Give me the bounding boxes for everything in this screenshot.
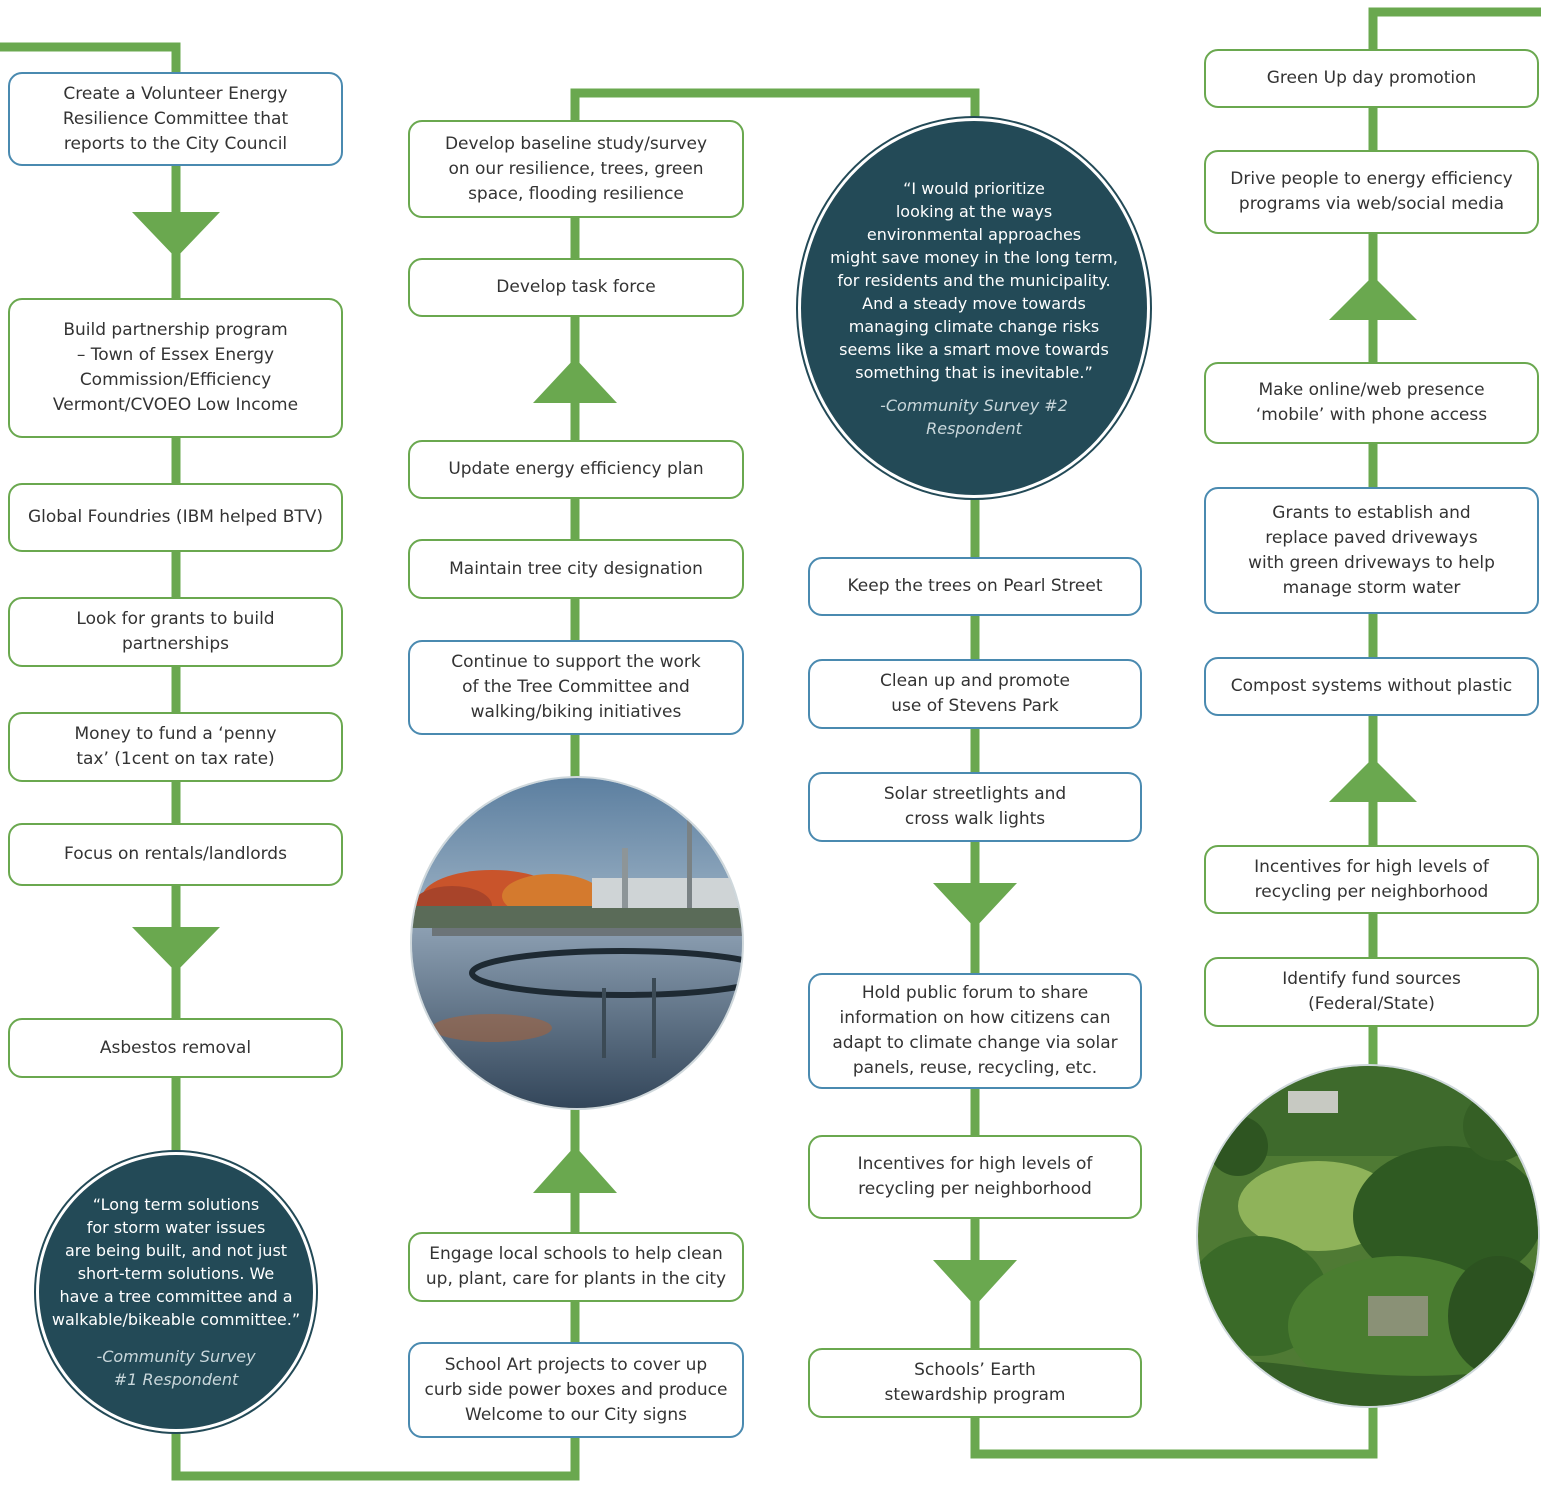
step-recycling-incentives: Incentives for high levels of recycling … — [808, 1135, 1142, 1219]
quote-source: -Community Survey #2 Respondent — [880, 395, 1068, 438]
aerial-forest-image — [1198, 1066, 1538, 1406]
step-engage-schools: Engage local schools to help clean up, p… — [408, 1232, 744, 1302]
arrow-down-icon — [933, 883, 1017, 928]
step-fund-sources: Identify fund sources (Federal/State) — [1204, 957, 1539, 1027]
arrow-down-icon — [933, 1260, 1017, 1306]
arrow-down-icon — [132, 212, 220, 258]
step-rentals-landlords: Focus on rentals/landlords — [8, 823, 343, 886]
step-grants-partnerships: Look for grants to build partnerships — [8, 597, 343, 667]
quote-text: “Long term solutions for storm water iss… — [51, 1195, 301, 1329]
step-baseline-study: Develop baseline study/survey on our res… — [408, 120, 744, 218]
arrow-up-icon — [1329, 276, 1417, 320]
step-tree-city: Maintain tree city designation — [408, 539, 744, 599]
step-compost-systems: Compost systems without plastic — [1204, 657, 1539, 716]
step-task-force: Develop task force — [408, 258, 744, 317]
step-solar-streetlights: Solar streetlights and cross walk lights — [808, 772, 1142, 842]
step-public-forum: Hold public forum to share information o… — [808, 973, 1142, 1089]
arrow-up-icon — [533, 358, 617, 403]
quote-source: -Community Survey #1 Respondent — [96, 1347, 256, 1389]
arrow-down-icon — [132, 927, 220, 972]
step-global-foundries: Global Foundries (IBM helped BTV) — [8, 483, 343, 552]
step-volunteer-committee: Create a Volunteer Energy Resilience Com… — [8, 72, 343, 166]
step-tree-committee: Continue to support the work of the Tree… — [408, 640, 744, 735]
step-green-driveways: Grants to establish and replace paved dr… — [1204, 487, 1539, 614]
quote-text: “I would prioritize looking at the ways … — [830, 178, 1118, 382]
step-green-up-day: Green Up day promotion — [1204, 49, 1539, 108]
step-penny-tax: Money to fund a ‘penny tax’ (1cent on ta… — [8, 712, 343, 782]
step-school-art: School Art projects to cover up curb sid… — [408, 1342, 744, 1438]
water-treatment-image — [412, 778, 742, 1108]
step-mobile-presence: Make online/web presence ‘mobile’ with p… — [1204, 362, 1539, 444]
photo-water-treatment — [412, 778, 742, 1108]
step-earth-stewardship: Schools’ Earth stewardship program — [808, 1348, 1142, 1418]
arrow-up-icon — [533, 1146, 617, 1193]
step-stevens-park: Clean up and promote use of Stevens Park — [808, 659, 1142, 729]
step-energy-efficiency-web: Drive people to energy efficiency progra… — [1204, 150, 1539, 234]
photo-aerial-forest — [1198, 1066, 1538, 1406]
step-asbestos-removal: Asbestos removal — [8, 1018, 343, 1078]
step-pearl-street-trees: Keep the trees on Pearl Street — [808, 557, 1142, 616]
arrow-up-icon — [1329, 758, 1417, 802]
step-recycling-incentives: Incentives for high levels of recycling … — [1204, 845, 1539, 914]
step-partnership-program: Build partnership program – Town of Esse… — [8, 298, 343, 438]
step-energy-efficiency-plan: Update energy efficiency plan — [408, 440, 744, 499]
quote-circle-1: “Long term solutions for storm water iss… — [36, 1152, 316, 1432]
quote-circle-2: “I would prioritize looking at the ways … — [798, 118, 1150, 498]
